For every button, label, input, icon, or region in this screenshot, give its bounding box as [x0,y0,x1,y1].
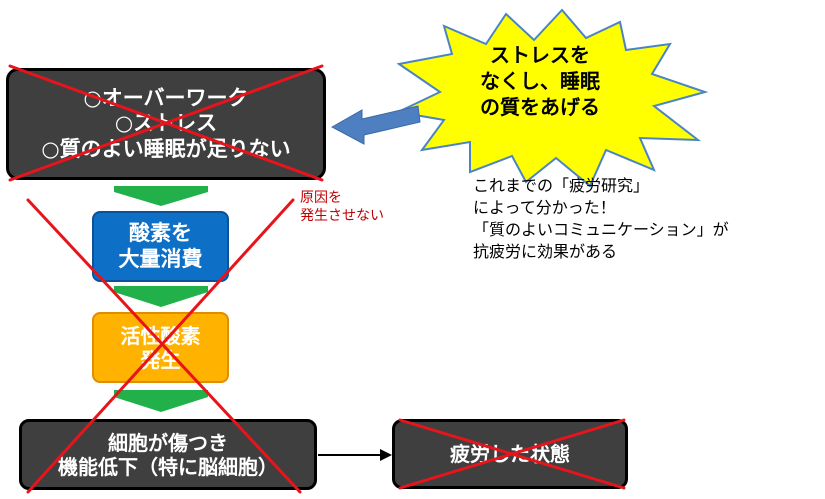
cause-prevention-note: 原因を 発生させない [300,189,384,225]
note-line-1: 原因を [300,190,342,206]
oxygen-consumption-box: 酸素を 大量消費 [92,211,229,282]
oxygen-line-1: 酸素を [129,221,192,246]
oxygen-line-2: 大量消費 [118,246,203,271]
flow-arrow-3 [114,390,208,412]
research-line-1: これまでの「疲労研究」 [473,176,650,195]
chain-cross-line-b [26,198,295,494]
cause-line-3: ○質のよい睡眠が足りない [41,136,291,161]
cell-line-1: 細胞が傷つき [108,430,228,455]
note-line-2: 発生させない [300,208,384,225]
research-line-3: 「質のよいコミュニケーション」が [473,220,729,240]
cause-cross-line-b [8,64,324,182]
burst-line-2: なくし、睡眠 [480,69,600,93]
flow-arrow-2 [114,286,208,307]
cause-line-1: ○オーバーワーク [83,86,249,111]
burst-line-1: ストレスを [490,43,590,67]
active-oxygen-box: 活性酸素 発生 [92,312,229,383]
starburst-callout [394,8,709,188]
research-line-2: によって分かった！ [473,198,616,218]
burst-text: ストレスを なくし、睡眠 の質をあげる [455,42,625,120]
cell-line-2: 機能低下（特に脳細胞） [58,454,278,479]
flow-arrow-1 [114,186,208,206]
burst-line-3: の質をあげる [480,95,600,119]
research-line-4: 抗疲労に効果がある [473,242,618,262]
fatigue-cross-line-b [398,418,626,490]
cell-damage-box: 細胞が傷つき 機能低下（特に脳細胞） [19,419,317,490]
pointer-arrow [330,105,421,145]
arrow-to-fatigue-head [380,449,392,461]
research-note: これまでの「疲労研究」 によって分かった！ 「質のよいコミュニケーション」が 抗… [473,175,729,263]
chain-cross-line-a [26,198,302,494]
